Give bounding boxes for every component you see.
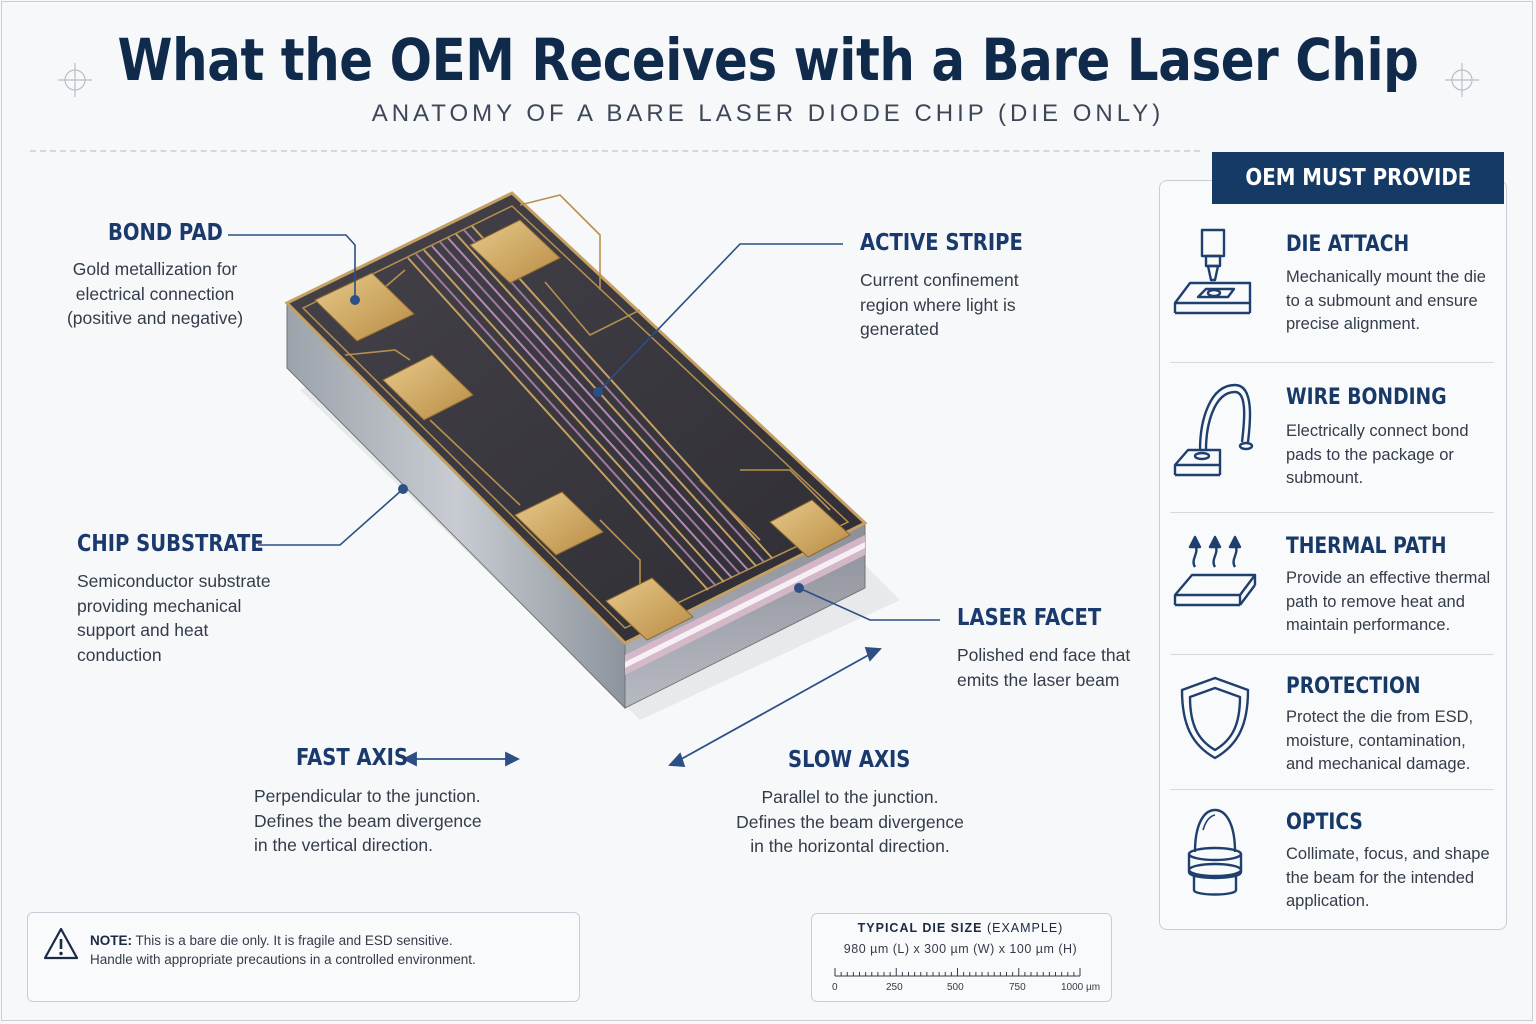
chip-substrate-label: CHIP SUBSTRATE [77,531,264,557]
heat-icon [1173,535,1257,607]
bond-pad [469,219,561,284]
scale-tick-label: 500 [947,982,964,993]
bond-pad [514,491,604,556]
laser-facet-label: LASER FACET [957,605,1102,631]
die-attach-icon [1173,228,1252,315]
bond-pad-label: BOND PAD [108,220,223,246]
lens-icon [1187,808,1243,896]
bond-pad [382,354,474,421]
shield-icon [1180,676,1250,760]
crosshair-icon [58,63,92,97]
die-size-box [811,913,1112,1002]
panel-divider [1170,654,1494,655]
scale-tick-label: 1000 µm [1061,982,1101,993]
crosshair-icon [1445,63,1479,97]
panel-item-title: PROTECTION [1286,674,1421,699]
panel-item-title: OPTICS [1286,810,1363,835]
oem-provide-panel [1159,180,1507,930]
active-stripe-description: Current confinement region where light i… [860,270,1019,339]
panel-item-title: DIE ATTACH [1286,232,1410,257]
active-stripe-label: ACTIVE STRIPE [860,230,1023,256]
slow-axis-label: SLOW AXIS [788,747,911,773]
die-size-title: TYPICAL DIE SIZE (EXAMPLE) [857,921,1064,935]
panel-divider [1170,362,1494,363]
panel-heading: OEM MUST PROVIDE [1212,152,1504,204]
scale-tick-label: 0 [832,982,838,993]
bond-pads [314,219,851,641]
laser-facet-description: Polished end face that emits the laser b… [957,645,1131,690]
panel-item-title: WIRE BONDING [1286,385,1447,410]
warning-icon [43,927,79,960]
fast-axis-description: Perpendicular to the junction. Defines t… [254,786,482,855]
note-text: NOTE: This is a bare die only. It is fra… [90,933,476,967]
slow-axis-arrow [668,647,882,767]
scale-tick-label: 750 [1009,982,1026,993]
active-stripe-lines [407,225,773,591]
fast-axis-arrow [401,751,521,767]
chip-substrate-description: Semiconductor substrate providing mechan… [77,571,271,665]
slow-axis-description: Parallel to the junction. Defines the be… [736,787,964,856]
panel-item-title: THERMAL PATH [1286,534,1447,559]
wire-bond-icon [1173,383,1254,477]
note-box [27,912,580,1002]
scale-bar [834,968,1081,977]
scale-tick-label: 250 [886,982,903,993]
panel-divider [1170,789,1494,790]
header-divider [30,150,1200,152]
panel-item-description: Protect the die from ESD,moisture, conta… [1286,708,1474,773]
fast-axis-label: FAST AXIS [296,745,409,771]
bond-pad [769,499,851,558]
panel-divider [1170,512,1494,513]
die-size-dimensions: 980 µm (L) x 300 µm (W) x 100 µm (H) [843,942,1078,956]
page-subtitle: ANATOMY OF A BARE LASER DIODE CHIP (DIE … [371,100,1165,127]
page-title: What the OEM Receives with a Bare Laser … [117,26,1419,94]
bond-pad [605,577,694,641]
bond-pad [314,272,415,342]
bond-pad-description: Gold metallization for electrical connec… [66,259,244,328]
